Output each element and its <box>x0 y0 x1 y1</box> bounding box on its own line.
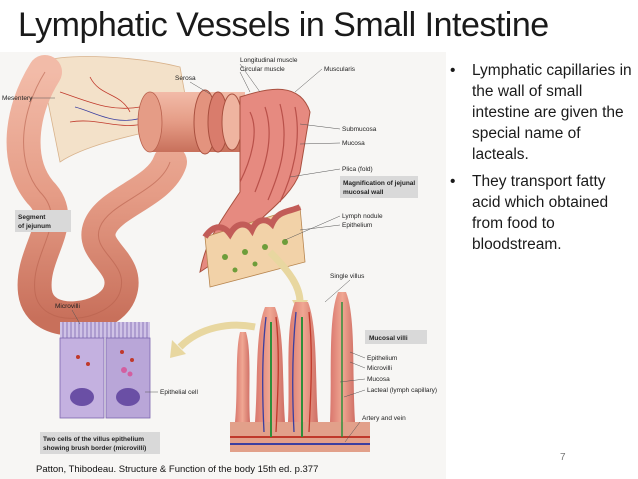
label-cells-caption-1: Two cells of the villus epithelium <box>43 436 144 443</box>
label-serosa: Serosa <box>175 75 196 82</box>
label-magnification-2: mucosal wall <box>343 189 384 196</box>
bullet-dot-icon: • <box>450 171 455 192</box>
label-segment: Segment <box>18 214 46 221</box>
label-magnification: Magnification of jejunal <box>343 180 415 187</box>
intestine-illustration: Mesentery Serosa Longitudinal muscle Cir… <box>0 52 446 479</box>
label-plica: Plica (fold) <box>342 166 373 173</box>
label-cells-caption-2: showing brush border (microvilli) <box>43 445 146 452</box>
intestine-figure-svg: Mesentery Serosa Longitudinal muscle Cir… <box>0 52 446 479</box>
label-muscularis: Muscularis <box>324 66 356 73</box>
bullet-list: • Lymphatic capillaries in the wall of sm… <box>448 60 633 261</box>
label-microvilli-top: Microvilli <box>55 303 80 310</box>
label-mesentery: Mesentery <box>2 95 33 102</box>
label-mucosa: Mucosa <box>367 376 390 383</box>
bullet-dot-icon: • <box>450 60 455 81</box>
slide-title: Lymphatic Vessels in Small Intestine <box>18 2 628 48</box>
label-mucosal-villi: Mucosal villi <box>369 335 408 342</box>
label-mucosa-top: Mucosa <box>342 140 365 147</box>
label-epithelial-cell: Epithelial cell <box>160 389 198 396</box>
citation: Patton, Thibodeau. Structure & Function … <box>36 464 318 475</box>
page-number: 7 <box>560 452 566 463</box>
label-lymph-nodule: Lymph nodule <box>342 213 383 220</box>
label-artery-vein: Artery and vein <box>362 415 406 422</box>
label-circular: Circular muscle <box>240 66 285 73</box>
label-epithelium: Epithelium <box>367 355 397 362</box>
bullet-text: They transport fatty acid which obtained… <box>472 173 608 253</box>
label-submucosa: Submucosa <box>342 126 377 133</box>
bullet-text: Lymphatic capillaries in the wall of sma… <box>472 62 632 163</box>
label-lacteal: Lacteal (lymph capillary) <box>367 387 437 394</box>
label-microvilli: Microvilli <box>367 365 392 372</box>
bullet-item: • Lymphatic capillaries in the wall of sm… <box>448 60 633 165</box>
label-segment-2: of jejunum <box>18 223 51 230</box>
label-single-villus: Single villus <box>330 273 365 280</box>
label-epithelium-top: Epithelium <box>342 222 372 229</box>
label-longitudinal: Longitudinal muscle <box>240 57 298 64</box>
bullet-item: • They transport fatty acid which obtaine… <box>448 171 633 255</box>
